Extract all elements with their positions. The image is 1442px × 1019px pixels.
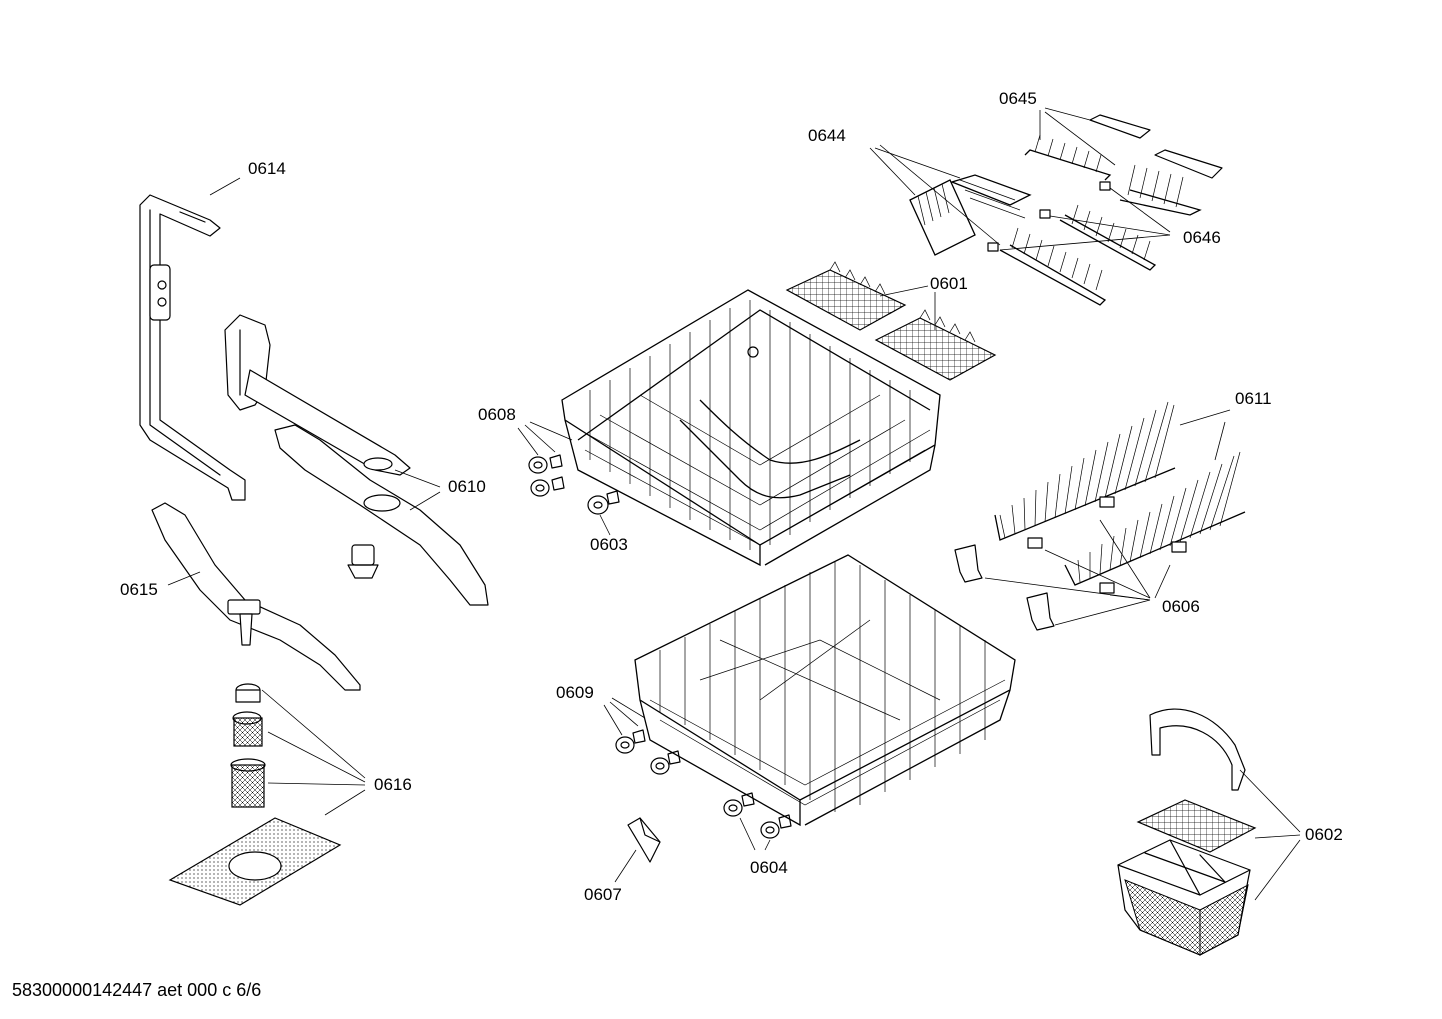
lower-basket-part xyxy=(634,554,1016,827)
leader-0602-c xyxy=(1254,839,1301,901)
leader-0608-a xyxy=(517,427,539,456)
label-0644: 0644 xyxy=(808,126,846,145)
leader-0611-b xyxy=(1214,421,1226,461)
leader-0606-d xyxy=(1044,549,1151,599)
leader-0609-a xyxy=(603,704,623,736)
label-0615: 0615 xyxy=(120,580,158,599)
upper-basket-part xyxy=(561,289,941,567)
leader-0644-c xyxy=(879,144,1001,246)
lower-basket-wheels-part xyxy=(615,729,792,839)
label-0607: 0607 xyxy=(584,885,622,904)
leader-0608-b xyxy=(524,424,556,453)
filter-assembly-part xyxy=(168,683,342,906)
leader-0614 xyxy=(209,177,241,196)
lower-spray-arm-part xyxy=(151,502,361,691)
leader-0645-c xyxy=(1044,111,1116,166)
label-0614: 0614 xyxy=(248,159,286,178)
leader-0609-c xyxy=(611,697,646,719)
leader-0615 xyxy=(167,571,201,586)
leader-0616-c xyxy=(267,782,366,786)
cup-shelf-part xyxy=(785,261,997,381)
label-0606: 0606 xyxy=(1162,597,1200,616)
cutlery-basket-part xyxy=(1117,708,1257,956)
label-0609: 0609 xyxy=(556,683,594,702)
label-0603: 0603 xyxy=(590,535,628,554)
spray-supply-pipe-part xyxy=(139,194,246,501)
clip-0607-part xyxy=(627,817,661,863)
leader-0607 xyxy=(614,849,637,883)
label-0646: 0646 xyxy=(1183,228,1221,247)
label-0616: 0616 xyxy=(374,775,412,794)
document-code: 58300000142447 aet 000 c 6/6 xyxy=(12,980,262,1000)
leader-0606-e xyxy=(1154,564,1171,599)
upper-rack-inserts-part xyxy=(909,114,1223,306)
leader-0602-b xyxy=(1254,834,1301,839)
leader-0611-a xyxy=(1179,409,1231,426)
leader-0646-c xyxy=(1109,187,1171,233)
leader-0610-b xyxy=(409,491,441,511)
leader-0606-b xyxy=(1054,599,1151,626)
label-0645: 0645 xyxy=(999,89,1037,108)
leader-0608-c xyxy=(529,421,573,441)
leader-0644-b xyxy=(874,147,961,179)
leader-0604-b xyxy=(764,839,771,851)
leader-0646-a xyxy=(999,234,1171,251)
upper-spray-arm-part xyxy=(224,314,489,606)
label-0610: 0610 xyxy=(448,477,486,496)
label-0602: 0602 xyxy=(1305,825,1343,844)
label-0604: 0604 xyxy=(750,858,788,877)
leader-0616-d xyxy=(324,789,366,816)
leader-0601-a xyxy=(879,285,929,297)
leader-0645-b xyxy=(1044,107,1091,121)
leader-0604-a xyxy=(739,817,756,851)
label-0601: 0601 xyxy=(930,274,968,293)
leader-0602-a xyxy=(1239,769,1301,833)
leader-0606-f xyxy=(1109,594,1151,601)
upper-basket-wheels-part xyxy=(528,454,620,515)
folding-tines-part xyxy=(954,401,1246,631)
leader-0646-b xyxy=(1049,215,1171,236)
label-0611: 0611 xyxy=(1235,389,1272,408)
leader-0609-b xyxy=(609,701,639,727)
leader-0603 xyxy=(599,514,611,536)
leader-0616-b xyxy=(267,731,366,783)
leader-0606-c xyxy=(1099,519,1151,599)
leader-0644-a xyxy=(869,147,916,196)
label-0608: 0608 xyxy=(478,405,516,424)
leader-0610-a xyxy=(394,469,441,488)
leader-0616-a xyxy=(261,689,366,779)
